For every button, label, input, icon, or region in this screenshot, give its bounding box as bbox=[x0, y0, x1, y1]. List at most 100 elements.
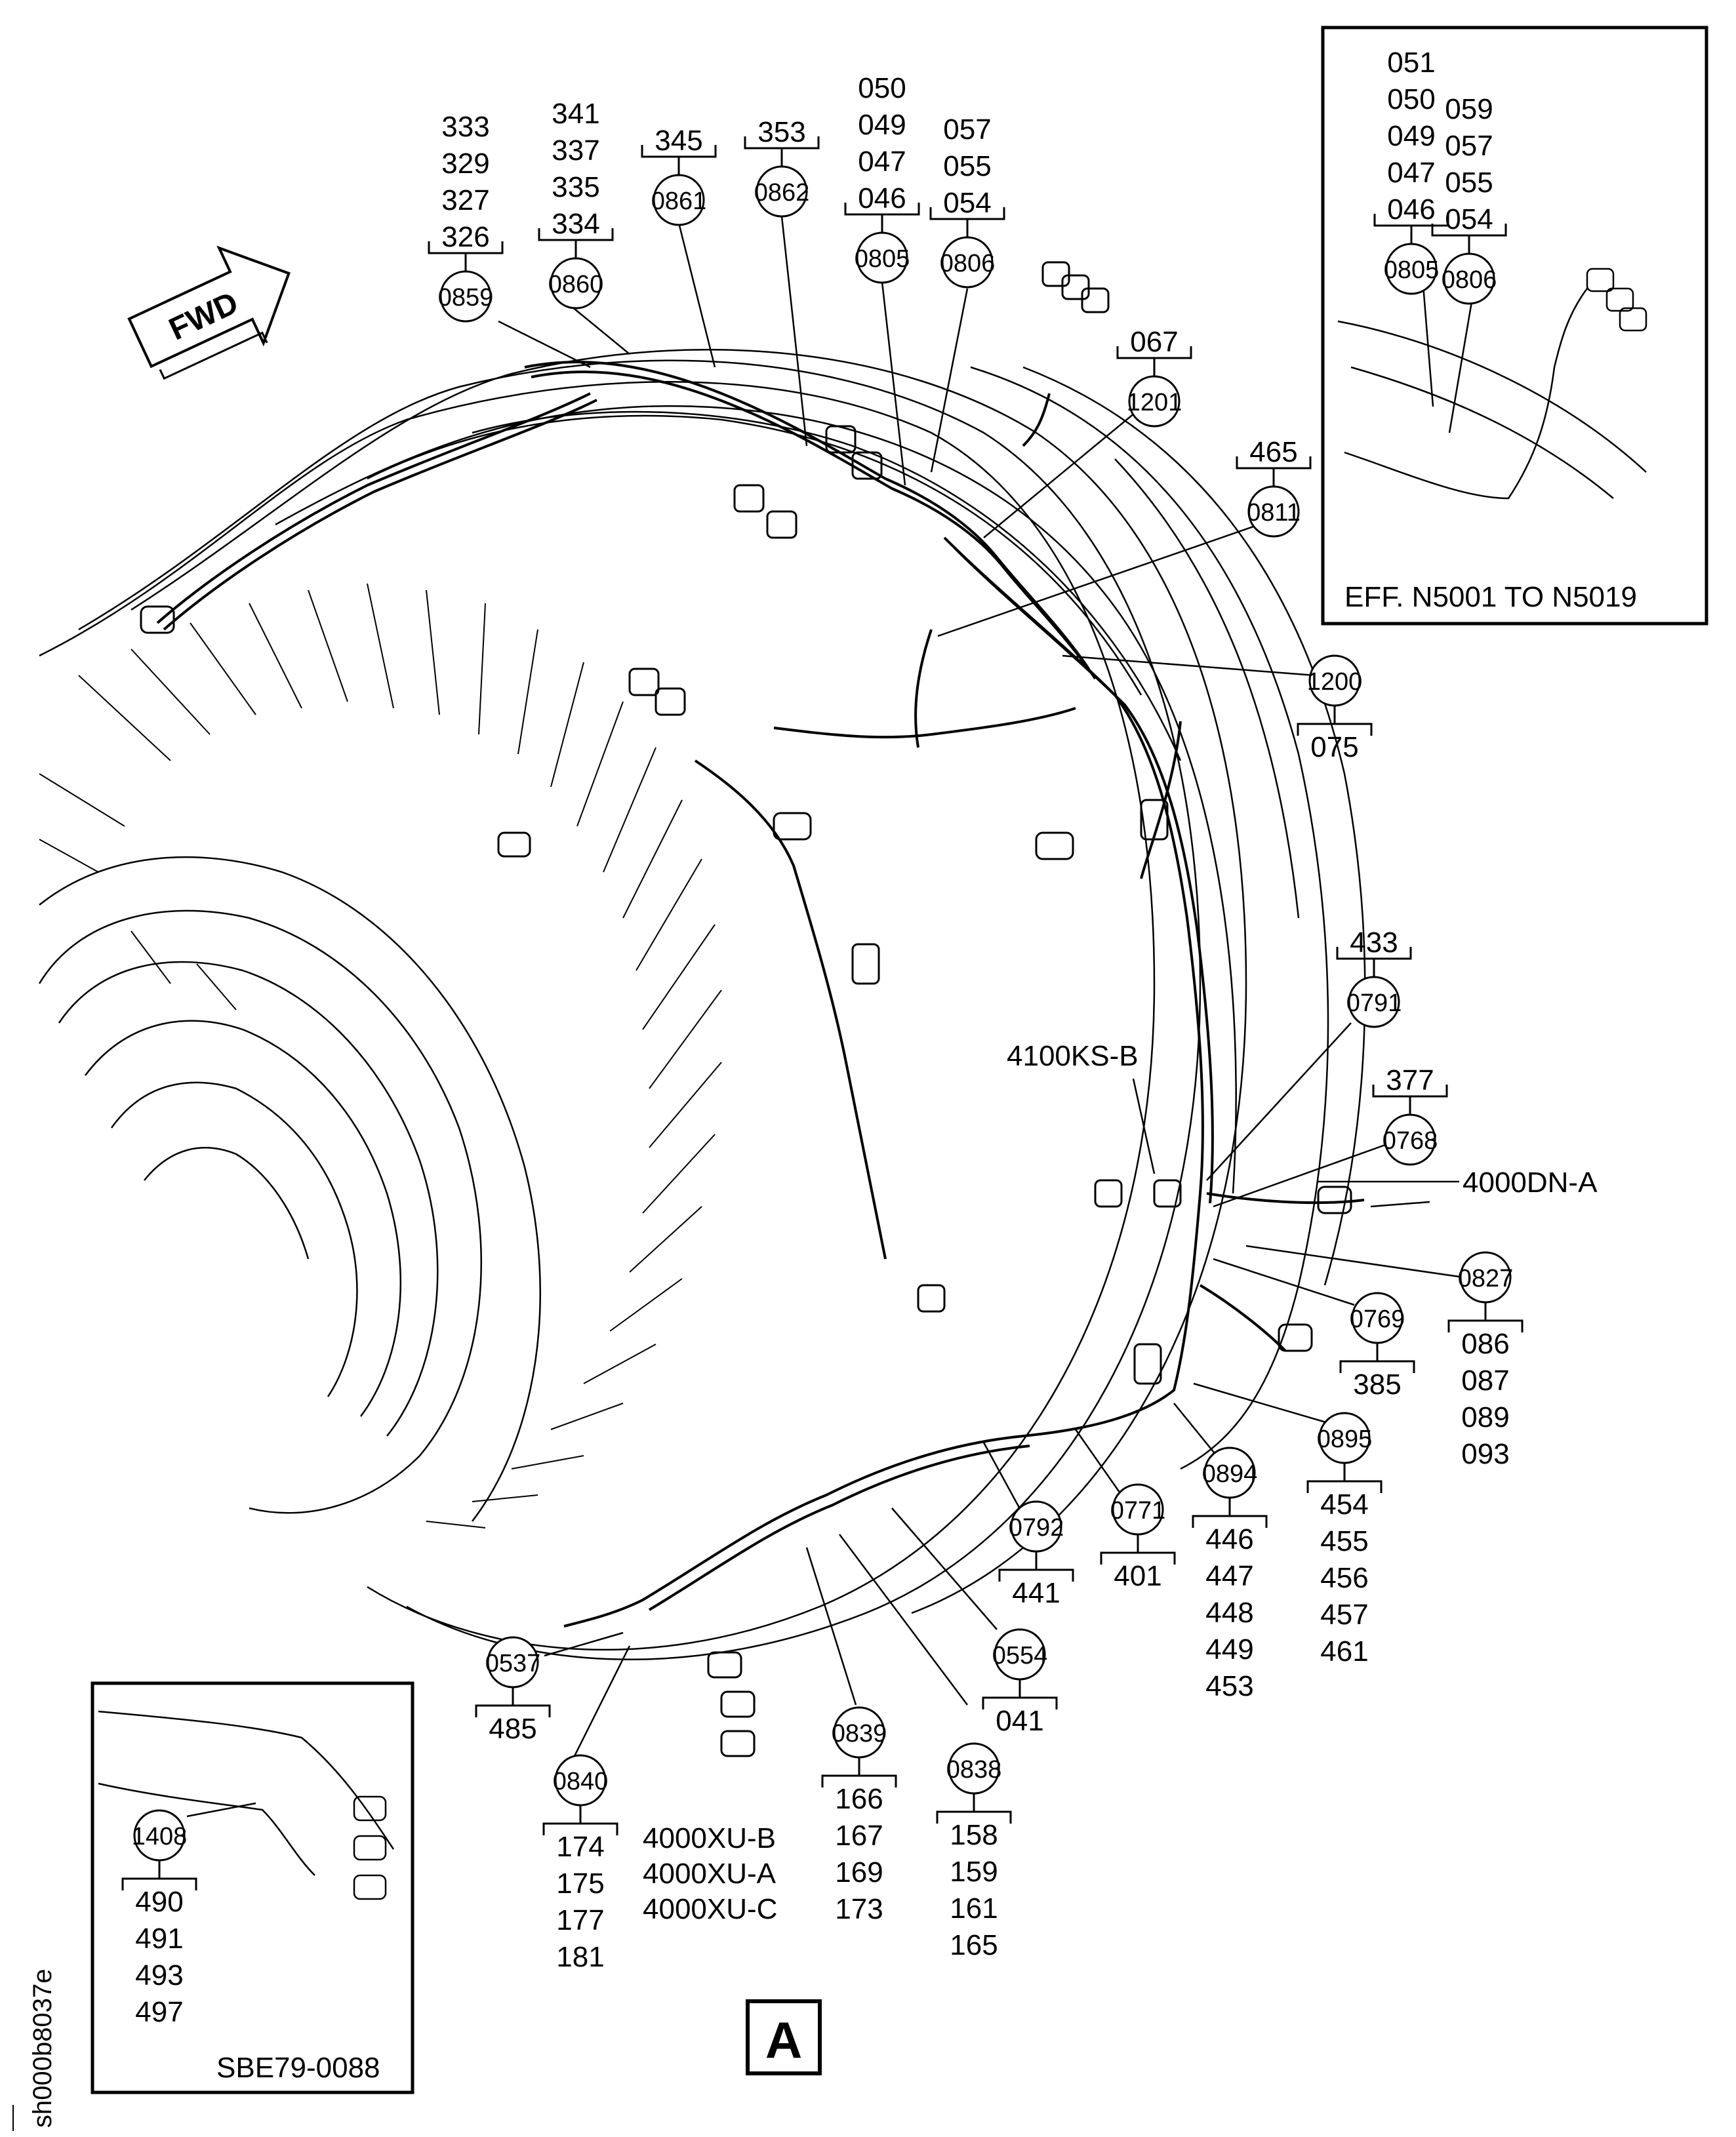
callout-item: 047 bbox=[858, 146, 906, 178]
callout-item: 051 bbox=[1387, 47, 1435, 79]
callout-item: 067 bbox=[1130, 326, 1178, 358]
callout-0554: 0554 041 bbox=[982, 1628, 1058, 1737]
callout-item: 447 bbox=[1205, 1560, 1253, 1592]
callout-item: 461 bbox=[1320, 1635, 1368, 1668]
callout-item: 456 bbox=[1320, 1562, 1368, 1594]
callout-id: 0805 bbox=[1384, 256, 1440, 284]
callout-item: 493 bbox=[135, 1959, 183, 1991]
callout-item: 441 bbox=[1012, 1577, 1060, 1609]
callout-id: 0554 bbox=[992, 1642, 1048, 1669]
callout-item: 050 bbox=[1387, 83, 1435, 115]
callout-id: 0839 bbox=[832, 1720, 887, 1748]
callout-item: 049 bbox=[1387, 120, 1435, 152]
callout-0537: 0537 485 bbox=[475, 1636, 551, 1745]
callout-1200: 1200 075 bbox=[1297, 654, 1373, 763]
callout-id: 0806 bbox=[1442, 266, 1497, 294]
callout-item: 057 bbox=[1445, 130, 1493, 162]
callout-item: 345 bbox=[655, 125, 702, 157]
callout-item: 485 bbox=[489, 1713, 536, 1745]
callout-item: 491 bbox=[135, 1923, 183, 1955]
callout-id: 0840 bbox=[553, 1768, 609, 1795]
engine-fan-case-artwork bbox=[38, 261, 1647, 1900]
callout-id: 0862 bbox=[754, 179, 810, 207]
callout-0862: 0862 353 bbox=[744, 116, 820, 218]
callout-id: 0838 bbox=[946, 1756, 1002, 1784]
callout-0861: 0861 345 bbox=[641, 125, 717, 226]
callout-item: 385 bbox=[1353, 1368, 1401, 1401]
callout-item: 059 bbox=[1445, 93, 1493, 125]
callout-item: 054 bbox=[1445, 203, 1493, 235]
callout-item: 054 bbox=[943, 187, 991, 219]
callout-item: 497 bbox=[135, 1996, 183, 2028]
callout-0792: 0792 441 bbox=[998, 1500, 1074, 1609]
callout-item: 161 bbox=[950, 1892, 998, 1925]
callout-item: 057 bbox=[943, 113, 991, 146]
callout-id: 0811 bbox=[1247, 499, 1301, 527]
callout-0806: 0806 057 055 054 bbox=[929, 113, 1005, 289]
callout-item: 041 bbox=[996, 1705, 1043, 1737]
callout-id: 0806 bbox=[940, 250, 996, 277]
view-a-label: A bbox=[765, 2011, 802, 2069]
callout-item: 159 bbox=[950, 1856, 998, 1888]
callout-id: 0861 bbox=[651, 188, 707, 215]
callout-item: 329 bbox=[441, 148, 489, 180]
callout-item: 075 bbox=[1310, 731, 1358, 763]
callout-item: 055 bbox=[943, 150, 991, 182]
connector-label-4000xu-c: 4000XU-C bbox=[643, 1893, 777, 1925]
callout-item: 353 bbox=[757, 116, 805, 148]
callout-item: 167 bbox=[835, 1820, 883, 1852]
callout-item: 333 bbox=[441, 111, 489, 143]
callout-item: 465 bbox=[1249, 436, 1297, 468]
inset-frame-bottom-left bbox=[91, 1681, 414, 2094]
callout-item: 457 bbox=[1320, 1599, 1368, 1631]
callout-id: 0768 bbox=[1383, 1127, 1438, 1155]
callout-item: 166 bbox=[835, 1783, 883, 1815]
callout-id: 0827 bbox=[1458, 1265, 1514, 1292]
callout-item: 455 bbox=[1320, 1525, 1368, 1557]
callout-1201: 1201 067 bbox=[1116, 326, 1192, 428]
callout-item: 181 bbox=[556, 1941, 604, 1973]
callout-item: 165 bbox=[950, 1929, 998, 1961]
callout-id: 0895 bbox=[1317, 1426, 1373, 1453]
callout-item: 173 bbox=[835, 1893, 883, 1925]
callout-item: 050 bbox=[858, 72, 906, 104]
callout-item: 341 bbox=[552, 98, 599, 130]
callout-id: 1200 bbox=[1307, 668, 1363, 696]
callout-item: 453 bbox=[1205, 1670, 1253, 1702]
inset-frame-top-right bbox=[1321, 26, 1708, 626]
callout-item: 087 bbox=[1461, 1365, 1509, 1397]
callout-id: 0894 bbox=[1202, 1460, 1258, 1488]
callout-item: 175 bbox=[556, 1867, 604, 1900]
callout-item: 334 bbox=[552, 208, 599, 240]
callout-item: 454 bbox=[1320, 1488, 1368, 1521]
callout-id: 0792 bbox=[1009, 1514, 1064, 1542]
callout-id: 0537 bbox=[485, 1650, 541, 1677]
callout-id: 1201 bbox=[1127, 389, 1182, 416]
callout-item: 086 bbox=[1461, 1328, 1509, 1360]
drawing-id: sh000b8037e bbox=[28, 1969, 57, 2128]
connector-label-4000xu-a: 4000XU-A bbox=[643, 1858, 777, 1890]
callout-item: 047 bbox=[1387, 157, 1435, 189]
callout-id: 0860 bbox=[548, 271, 604, 298]
callout-id: 0771 bbox=[1110, 1497, 1166, 1525]
callout-item: 055 bbox=[1445, 167, 1493, 199]
inset-caption-sb: SBE79-0088 bbox=[216, 2052, 380, 2084]
view-a-box bbox=[746, 1999, 822, 2075]
fwd-arrow-icon: FWD bbox=[127, 245, 291, 380]
connector-label-4000dn-a: 4000DN-A bbox=[1463, 1167, 1598, 1199]
connector-label-4000xu-b: 4000XU-B bbox=[643, 1822, 776, 1854]
